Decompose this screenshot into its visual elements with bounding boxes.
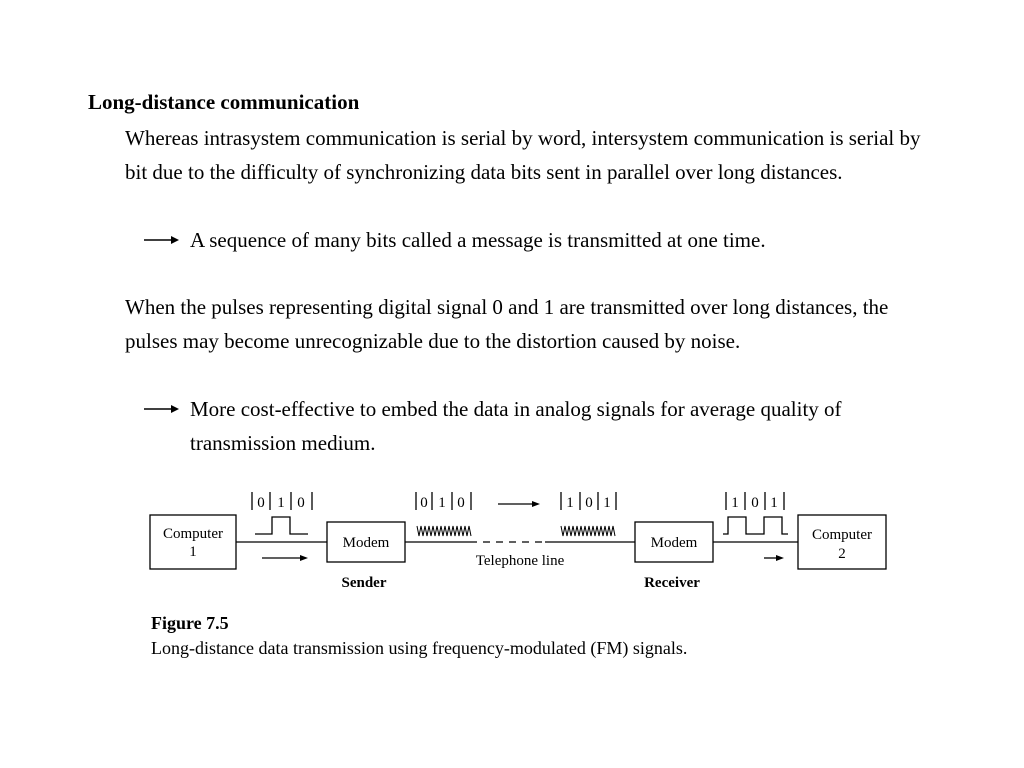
bit-label: 0: [457, 495, 465, 511]
telephone-line-label: Telephone line: [476, 553, 565, 569]
bit-label: 0: [751, 495, 759, 511]
computer-1-label: Computer: [163, 526, 223, 542]
bit-label: 1: [566, 495, 574, 511]
figure-caption-title: Figure 7.5: [151, 613, 229, 633]
arrow-right-icon: [300, 555, 308, 561]
computer-2-label: Computer: [812, 527, 872, 543]
bit-label: 1: [770, 495, 778, 511]
computer-1-number: 1: [189, 544, 197, 560]
bit-label: 1: [731, 495, 739, 511]
computer-1-box: [149, 514, 237, 570]
bullet-message: A sequence of many bits called a message…: [190, 228, 766, 252]
computer-2-box: [797, 514, 887, 570]
bit-label: 1: [438, 495, 446, 511]
figure-caption-text: Long-distance data transmission using fr…: [151, 638, 688, 658]
receiver-label: Receiver: [644, 575, 700, 591]
bit-label: 0: [420, 495, 428, 511]
analog-signal-sender: [416, 525, 472, 537]
sender-label: Sender: [342, 575, 387, 591]
bullet-analog: More cost-effective to embed the data in…: [190, 397, 842, 455]
slide-heading: Long-distance communication: [88, 90, 360, 114]
bit-label: 0: [297, 495, 305, 511]
digital-signal-sender: [255, 516, 308, 535]
bullet-arrow-icon: [144, 405, 179, 413]
bit-label: 0: [585, 495, 593, 511]
fm-transmission-diagram: 0 1 0 0 1 0 1 0 1 1 0 1 Computer 1 Modem…: [149, 492, 887, 591]
digital-signal-receiver: [723, 516, 788, 535]
modem-sender-label: Modem: [343, 535, 390, 551]
analog-signal-receiver: [560, 525, 616, 537]
bullet-arrow-icon: [144, 236, 179, 244]
modem-receiver-label: Modem: [651, 535, 698, 551]
paragraph-noise: When the pulses representing digital sig…: [125, 295, 889, 353]
paragraph-intersystem: Whereas intrasystem communication is ser…: [125, 126, 921, 184]
arrow-right-icon: [532, 501, 540, 507]
arrow-right-icon: [776, 555, 784, 561]
computer-2-number: 2: [838, 546, 846, 562]
bit-label: 0: [257, 495, 265, 511]
bit-label: 1: [603, 495, 611, 511]
bit-label: 1: [277, 495, 285, 511]
